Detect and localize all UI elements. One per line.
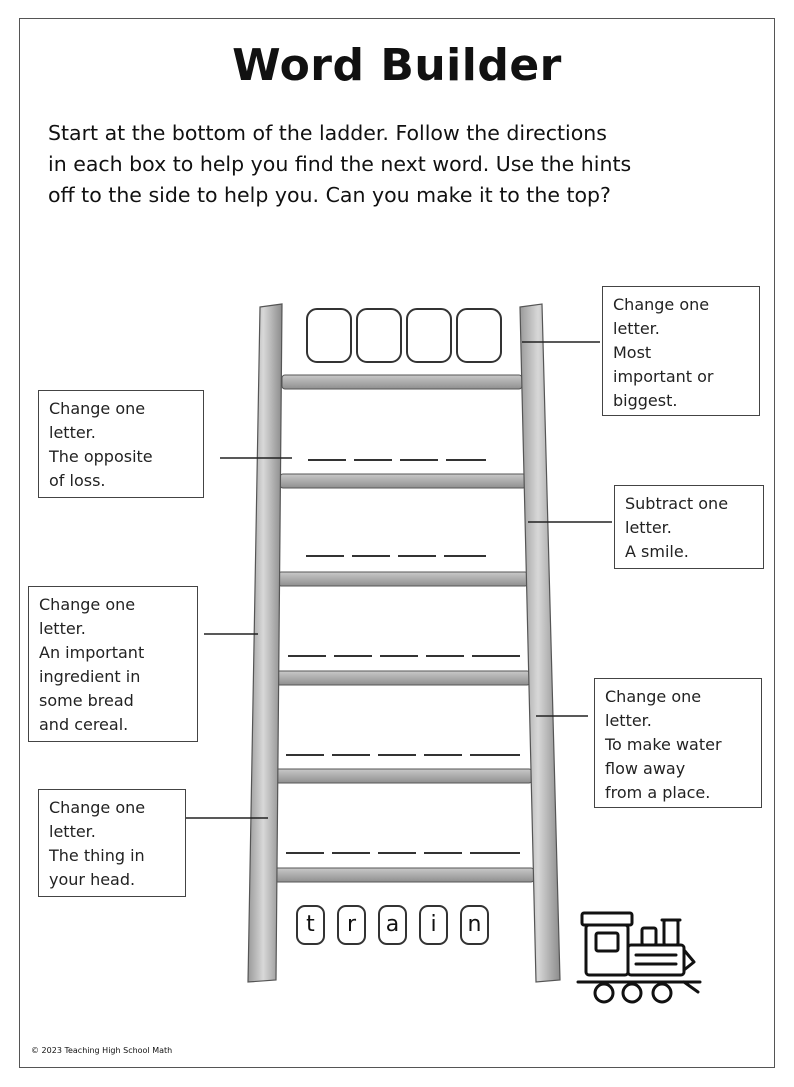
hint-line: letter. [605, 711, 652, 730]
hint-line: letter. [625, 518, 672, 537]
goal-letter-box [306, 308, 352, 363]
page-title: Word Builder [232, 40, 562, 91]
hint-line: To make water [605, 735, 722, 754]
hint-line: from a place. [605, 783, 711, 802]
ladder-rails [247, 303, 561, 983]
worksheet-border [19, 18, 775, 1068]
start-letter-tile: n [460, 905, 489, 945]
start-letter-tile: i [419, 905, 448, 945]
hint-line: A smile. [625, 542, 689, 561]
hint-line: ingredient in [39, 667, 141, 686]
hint-line: Change one [39, 595, 136, 614]
hint-box-right-2: Subtract one letter. A smile. [614, 485, 764, 569]
hint-line: letter. [39, 619, 86, 638]
hint-line: letter. [613, 319, 660, 338]
answer-blanks [286, 459, 520, 854]
hint-line: letter. [49, 423, 96, 442]
hint-box-right-3: Change one letter. To make water flow aw… [594, 678, 762, 808]
goal-letter-box [406, 308, 452, 363]
ladder-rungs [271, 374, 535, 883]
goal-letter-box [456, 308, 502, 363]
hint-line: flow away [605, 759, 686, 778]
hint-line: Change one [49, 399, 146, 418]
hint-line: Change one [49, 798, 146, 817]
start-letter-tile: r [337, 905, 366, 945]
hint-box-top-right: Change one letter. Most important or big… [602, 286, 760, 416]
instruction-line: in each box to help you find the next wo… [48, 152, 632, 176]
instruction-line: Start at the bottom of the ladder. Follo… [48, 121, 607, 145]
connector-lines [186, 341, 612, 819]
start-letter-tile: a [378, 905, 407, 945]
hint-line: Most [613, 343, 652, 362]
start-letter-tile: t [296, 905, 325, 945]
hint-line: An important [39, 643, 145, 662]
hint-line: your head. [49, 870, 136, 889]
hint-line: biggest. [613, 391, 678, 410]
hint-line: Subtract one [625, 494, 729, 513]
hint-line: some bread [39, 691, 134, 710]
hint-line: important or [613, 367, 714, 386]
hint-box-left-3: Change one letter. The thing in your hea… [38, 789, 186, 897]
hint-line: The thing in [49, 846, 145, 865]
instructions: Start at the bottom of the ladder. Follo… [48, 118, 768, 211]
hint-line: letter. [49, 822, 96, 841]
hint-line: Change one [613, 295, 710, 314]
copyright-notice: © 2023 Teaching High School Math [31, 1046, 173, 1055]
hint-line: The opposite [49, 447, 153, 466]
instruction-line: off to the side to help you. Can you mak… [48, 183, 611, 207]
hint-box-left-2: Change one letter. An important ingredie… [28, 586, 198, 742]
train-icon [576, 911, 702, 1004]
goal-letter-box [356, 308, 402, 363]
hint-line: and cereal. [39, 715, 129, 734]
hint-box-left-1: Change one letter. The opposite of loss. [38, 390, 204, 498]
hint-line: Change one [605, 687, 702, 706]
hint-line: of loss. [49, 471, 106, 490]
